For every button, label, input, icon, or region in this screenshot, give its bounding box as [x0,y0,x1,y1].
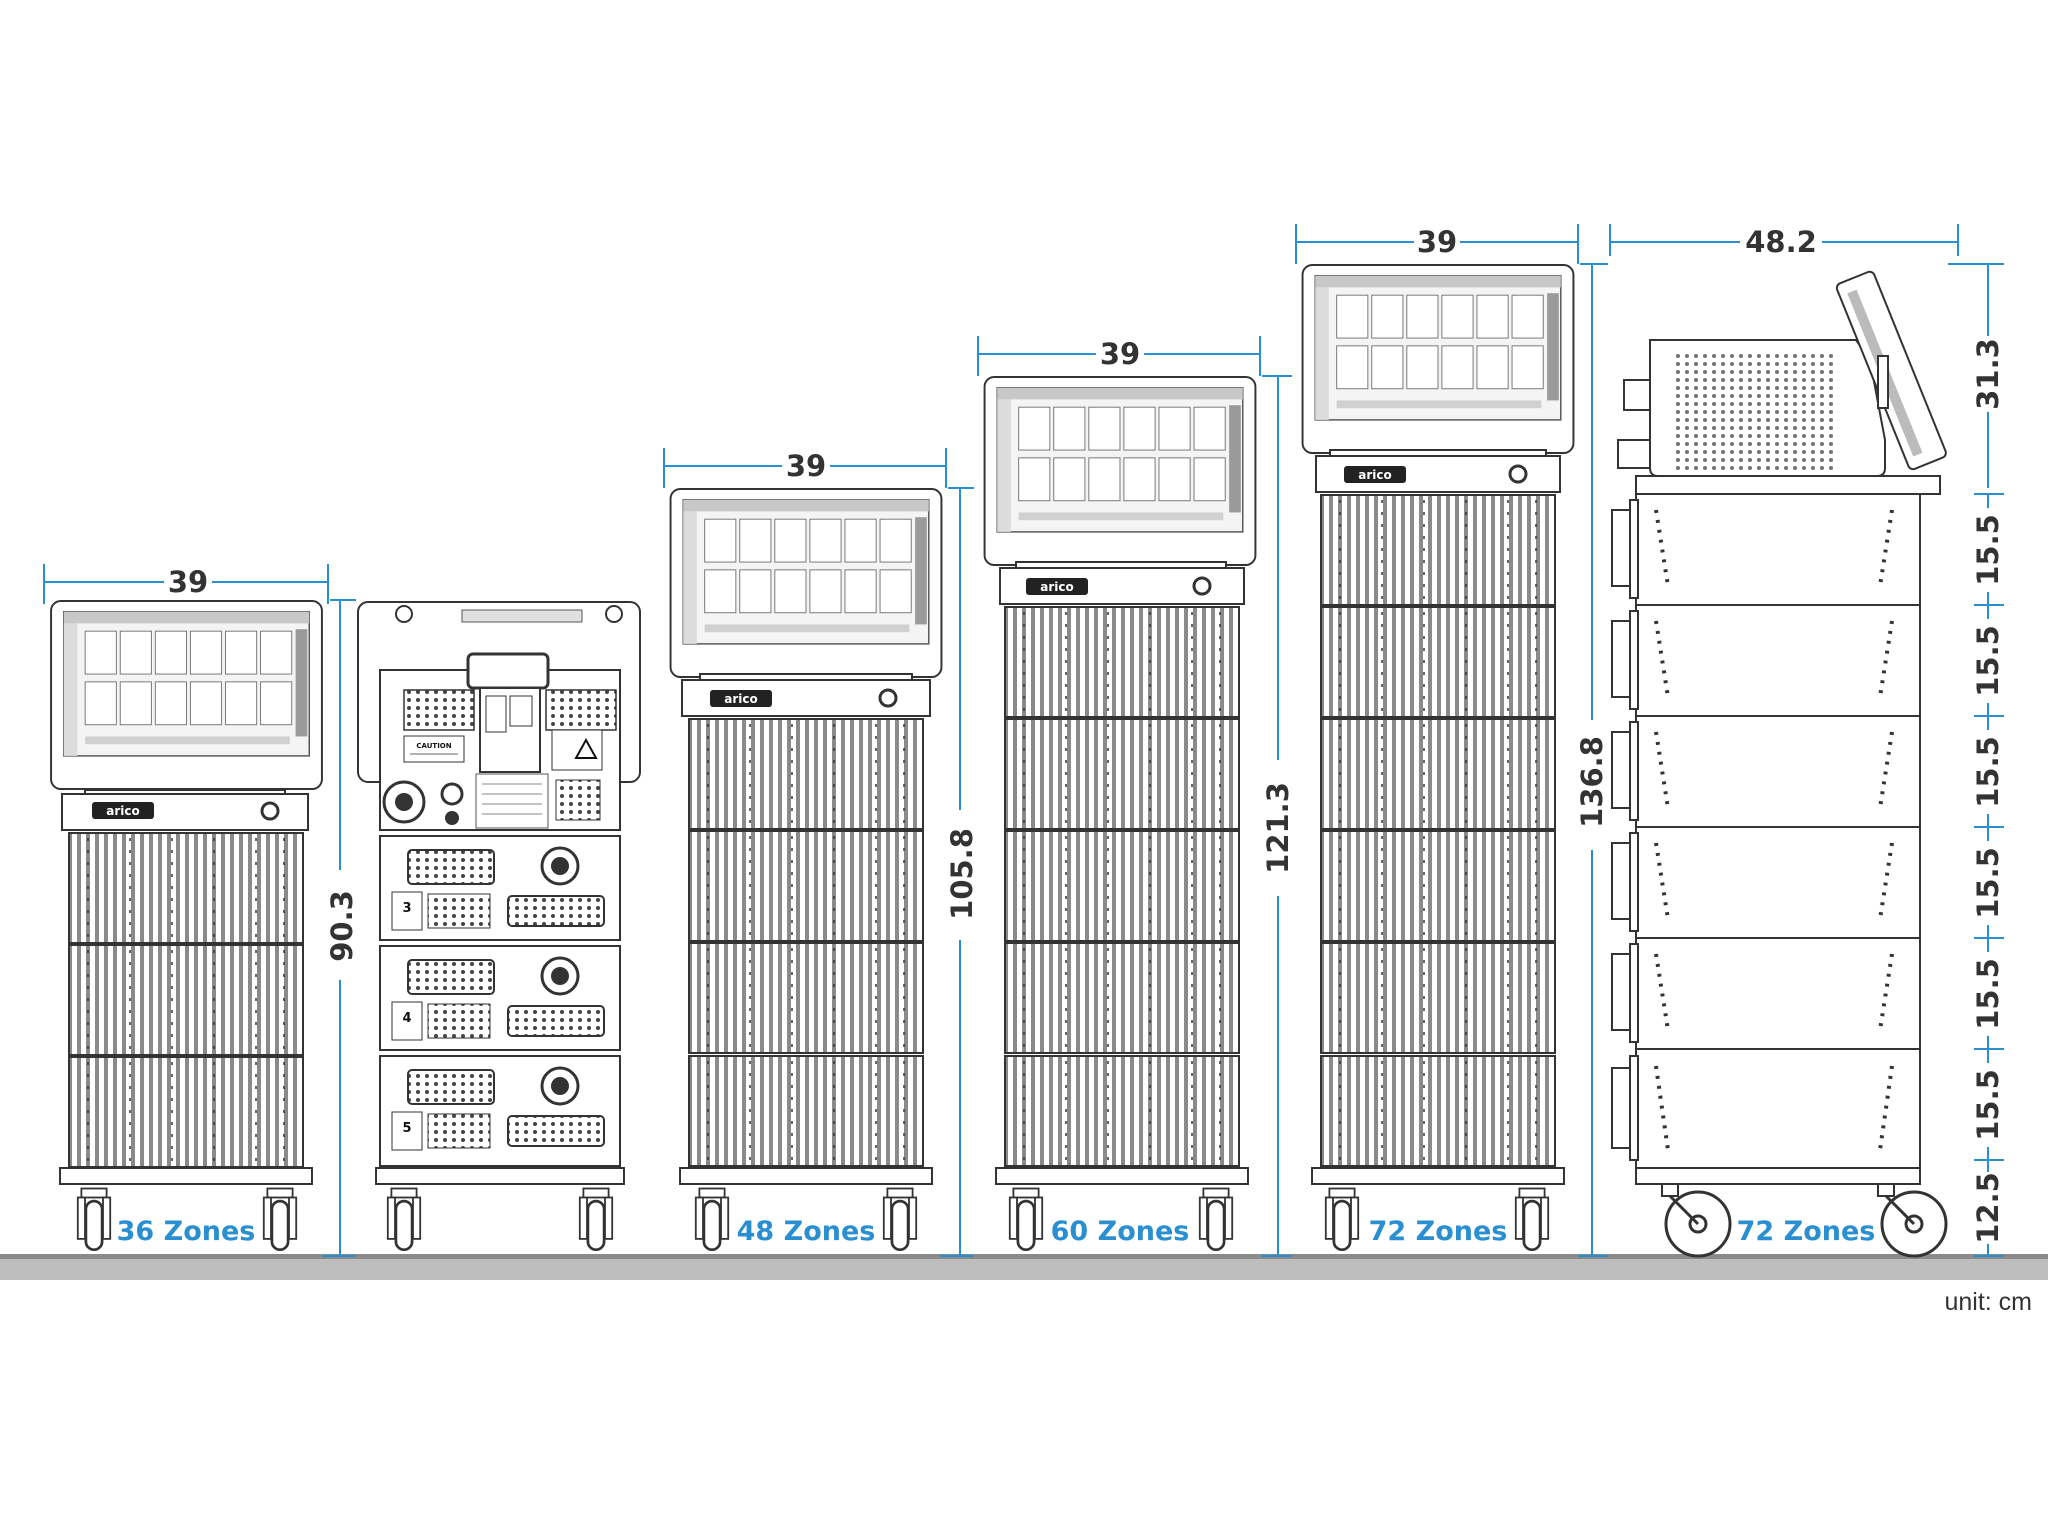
segment-label-4: 15.5 [1971,736,2005,808]
segment-label-2: 15.5 [1971,514,2005,586]
unit-60-zones: arico [983,376,1257,1252]
unit-36-zones: arico [50,600,323,1252]
unit-48-zones: arico [669,488,943,1252]
unit-72-zones: arico [1301,264,1575,1252]
caution-label: CAUTION [403,735,465,763]
power-knob-icon [878,688,898,708]
zone-label-60: 60 Zones [1051,1216,1190,1247]
width-dimension-60: 39 [977,336,1261,376]
touchscreen-display-icon [50,600,323,790]
side-module-3 [1611,715,1921,828]
unit-label: unit: cm [1944,1288,2032,1316]
height-label-48: 105.8 [945,828,979,920]
height-label-36: 90.3 [325,890,359,962]
caster-wheel-icon [262,1186,298,1252]
width-label-side: 48.2 [1745,225,1817,259]
arico-logo: arico [1344,466,1406,483]
zone-label-72-side: 72 Zones [1737,1216,1876,1247]
svg-text:arico: arico [1358,468,1392,482]
arico-logo: arico [92,802,154,819]
caster-wheel-icon [386,1186,422,1252]
caster-wheel-icon [1198,1186,1234,1252]
side-module-5 [1611,937,1921,1050]
height-label-72: 136.8 [1575,736,1609,828]
height-dimension-36: 90.3 [322,599,359,1257]
segment-label-5: 15.5 [1971,847,2005,919]
caster-wheel-icon [882,1186,918,1252]
unit-72-zones-side-view [1611,270,1948,1258]
segment-label-3: 15.5 [1971,625,2005,697]
segment-label-6: 15.5 [1971,958,2005,1030]
width-dimension-72: 39 [1295,224,1579,264]
height-dimension-60: 121.3 [1261,375,1295,1257]
svg-text:4: 4 [402,1011,411,1026]
segment-label-1: 31.3 [1971,338,2005,410]
caster-wheel-icon [1514,1186,1550,1252]
zone-label-48: 48 Zones [737,1216,876,1247]
rear-module-4: 4 [379,945,621,1051]
side-module-6 [1611,1048,1921,1169]
segment-label-7: 15.5 [1971,1069,2005,1141]
caster-wheel-icon [1008,1186,1044,1252]
touchscreen-display-icon [669,488,943,678]
arico-logo: arico [710,690,772,707]
caster-wheel-icon [76,1186,112,1252]
svg-text:arico: arico [724,692,758,706]
arico-logo: arico [1026,578,1088,595]
unit-rear-view: CAUTION 3 4 [357,601,641,1252]
width-label-36: 39 [168,565,208,599]
height-dimension-72: 136.8 [1575,263,1609,1257]
zone-label-72: 72 Zones [1369,1216,1508,1247]
rear-module-5: 5 [379,1055,621,1167]
width-label-60: 39 [1100,337,1140,371]
touchscreen-display-icon [1301,264,1575,454]
height-label-60: 121.3 [1261,782,1295,874]
svg-text:CAUTION: CAUTION [416,742,451,750]
side-module-4 [1611,826,1921,939]
svg-text:3: 3 [402,901,411,916]
caster-wheel-icon [694,1186,730,1252]
side-segment-dimensions: 31.3 15.5 15.5 15.5 15.5 15.5 15.5 12.5 [1948,263,2005,1257]
power-knob-icon [260,801,280,821]
svg-text:arico: arico [106,804,140,818]
width-dimension-36: 39 [43,564,329,604]
power-knob-icon [1508,464,1528,484]
side-module-1 [1611,493,1921,606]
width-dimension-48: 39 [663,448,947,488]
caster-wheel-icon [1661,1183,1732,1258]
width-label-72: 39 [1417,225,1457,259]
svg-text:arico: arico [1040,580,1074,594]
caster-wheel-icon [1324,1186,1360,1252]
caster-wheel-icon [1877,1183,1948,1258]
segment-label-8: 12.5 [1971,1172,2005,1244]
caster-wheel-icon [578,1186,614,1252]
svg-text:5: 5 [402,1121,411,1136]
touchscreen-display-icon [983,376,1257,566]
zone-label-36: 36 Zones [117,1216,256,1247]
side-module-2 [1611,604,1921,717]
rear-module-3: 3 [379,835,621,941]
width-label-48: 39 [786,449,826,483]
height-dimension-48: 105.8 [940,487,979,1257]
width-dimension-side: 48.2 [1609,224,1959,259]
power-knob-icon [1192,576,1212,596]
